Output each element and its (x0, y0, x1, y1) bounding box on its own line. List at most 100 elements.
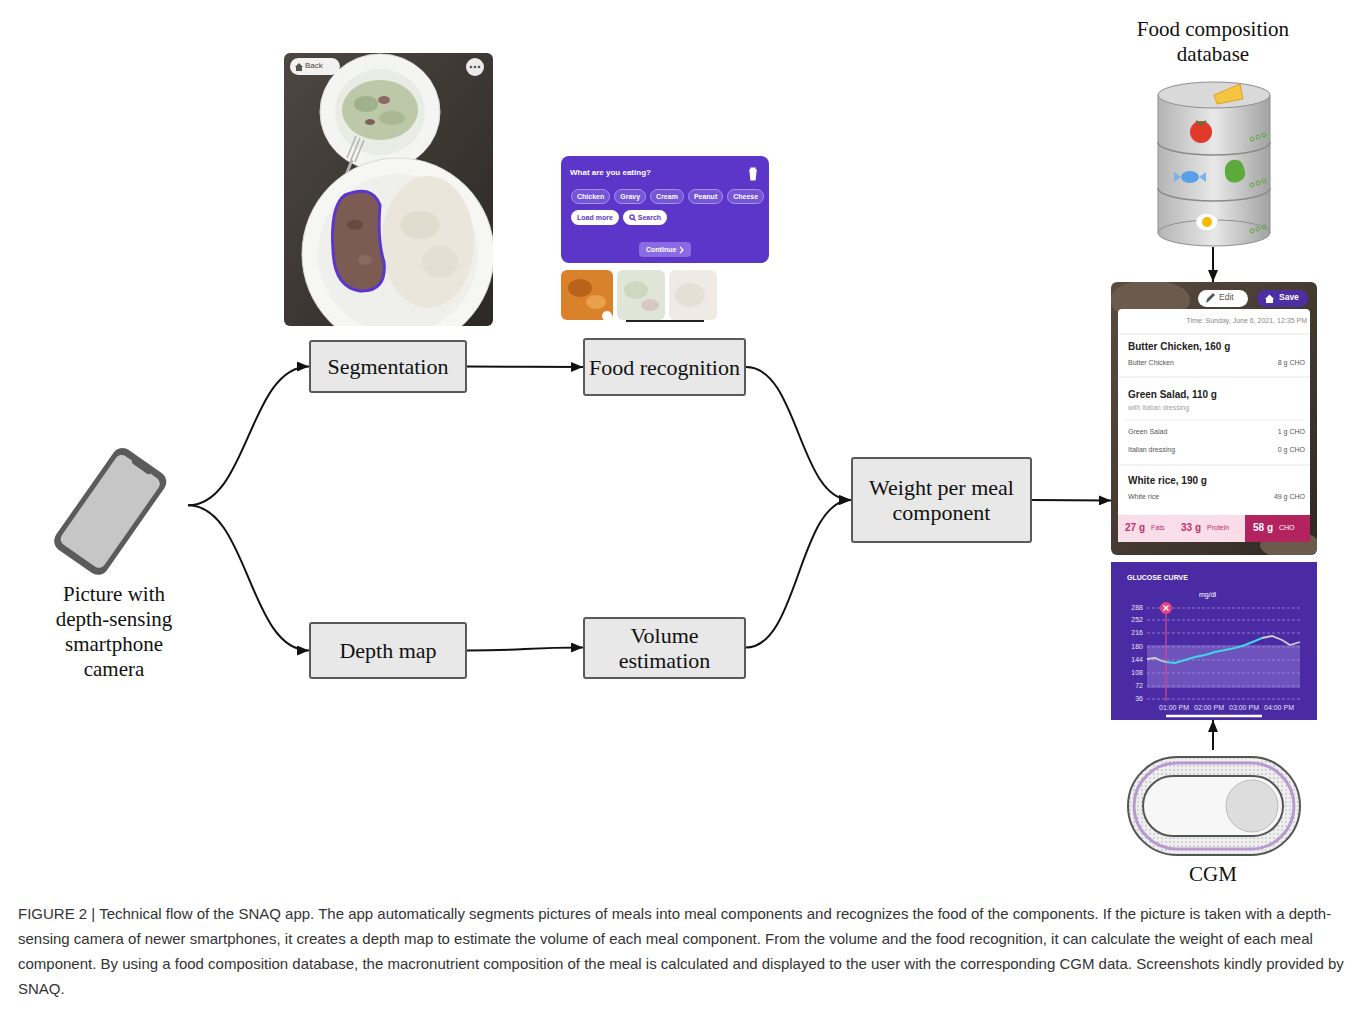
database-cylinder (1262, 133, 1266, 137)
chart-text: 288 (1131, 604, 1143, 612)
app-text: Time: Sunday, June 6, 2021, 12:35 PM (1186, 317, 1307, 325)
flow-arrow (1032, 499, 1111, 501)
meal-photo (335, 69, 425, 155)
meal-photo (378, 96, 390, 104)
meal-photo (302, 158, 493, 326)
results-screen (1124, 420, 1304, 421)
meal-photo (422, 246, 458, 278)
database-cylinder (1174, 172, 1206, 182)
meal-photo (382, 176, 474, 308)
chart-text: GLUCOSE CURVE (1127, 574, 1188, 582)
chart-text: mg/dl (1199, 591, 1216, 599)
glucose-chart (1147, 658, 1166, 662)
grid-line (1147, 699, 1300, 700)
box-label: Depth map (339, 638, 436, 663)
app-text: Fats (1151, 524, 1165, 532)
database-cylinder (1158, 95, 1270, 233)
search-button: Search (623, 210, 667, 225)
chip-label: Search (638, 213, 661, 222)
app-text: Green Salad, 110 g (1128, 389, 1217, 401)
food-recognition-screen (641, 299, 659, 311)
app-toolbar (295, 63, 303, 71)
database-cylinder (1256, 181, 1260, 185)
results-screen (1118, 465, 1310, 466)
glucose-chart (1111, 562, 1317, 720)
database-cylinder (1250, 229, 1254, 233)
app-text: Italian dressing (1128, 446, 1175, 454)
app-text: with italian dressing (1128, 404, 1189, 412)
food-recognition-screen (675, 283, 705, 307)
grid-line (1147, 620, 1300, 621)
database-cylinder (1196, 121, 1206, 124)
food-recognition-screen (561, 156, 769, 263)
app-text: 8 g CHO (1278, 359, 1305, 367)
flow-arrow (746, 500, 851, 648)
results-screen (1118, 309, 1310, 542)
meal-photo (318, 174, 478, 326)
app-text: 58 g (1253, 522, 1273, 534)
action-chips: Load more Search (571, 210, 667, 225)
database-cylinder (1158, 188, 1270, 201)
smartphone-icon (58, 452, 163, 570)
figure-caption: FIGURE 2 | Technical flow of the SNAQ ap… (18, 901, 1344, 1001)
database-cylinder (1270, 95, 1271, 233)
app-toolbar (478, 66, 481, 69)
database-cylinder (1158, 95, 1159, 233)
cgm-sensor (1128, 757, 1300, 855)
database-cylinder (1158, 142, 1270, 155)
meal-photo (354, 96, 378, 112)
meal-photo (347, 220, 363, 230)
cgm-sensor (1226, 780, 1278, 832)
glucose-chart (1147, 645, 1300, 688)
results-screen (1206, 293, 1215, 303)
meal-photo (342, 80, 418, 140)
database-cylinder (1190, 121, 1212, 143)
process-box: Weight per meal component (851, 457, 1032, 543)
food-recognition-screen (561, 156, 769, 321)
smartphone-icon (131, 458, 152, 475)
chevron-icon (679, 246, 684, 254)
database-cylinder (1196, 213, 1218, 231)
grid-line (1147, 660, 1300, 661)
database-cylinder (1256, 227, 1260, 231)
flow-arrow (188, 367, 309, 506)
database-cylinder (1158, 82, 1270, 246)
meal-photo (379, 111, 405, 125)
chart-text: 216 (1131, 629, 1143, 637)
search-icon (629, 214, 636, 221)
ingredient-chip: Cheese (727, 189, 764, 204)
flow-arrow (188, 505, 309, 650)
grid-line (1147, 633, 1300, 634)
input-photo: Picture with depth-sensing smartphone ca… (40, 440, 188, 696)
app-text: Save (1279, 292, 1299, 302)
flow-arrow (467, 648, 583, 651)
food-recognition-screen (624, 281, 648, 299)
database-cylinder (1250, 137, 1254, 141)
food-recognition-screen (626, 320, 704, 322)
results-screen (1118, 377, 1310, 378)
database-node: Food composition database (1113, 15, 1313, 247)
node-label: CGM (1120, 862, 1306, 887)
results-screen (1111, 282, 1317, 555)
results-screen (1198, 290, 1248, 307)
app-text: Butter Chicken, 160 g (1128, 341, 1230, 353)
process-box: Segmentation (309, 340, 467, 393)
food-recognition-screen (568, 279, 592, 297)
grid-line (1147, 673, 1300, 674)
box-label: Volume estimation (589, 623, 740, 673)
continue-button: Continue (639, 242, 691, 257)
process-box: Volume estimation (583, 617, 746, 679)
back-label: Back (305, 61, 323, 71)
process-box: Food recognition (583, 338, 746, 396)
flow-arrow (467, 366, 583, 369)
load-button: Load more (571, 210, 619, 225)
chart-text: 180 (1131, 643, 1143, 651)
database-cylinder (1202, 217, 1212, 227)
chip-label: Load more (577, 213, 613, 222)
app-text: 0 g CHO (1278, 446, 1305, 454)
chart-text: 36 (1135, 695, 1143, 703)
food-recognition-screen (669, 270, 717, 320)
ingredient-chip: Peanut (688, 189, 723, 204)
flow-arrow (746, 367, 851, 500)
